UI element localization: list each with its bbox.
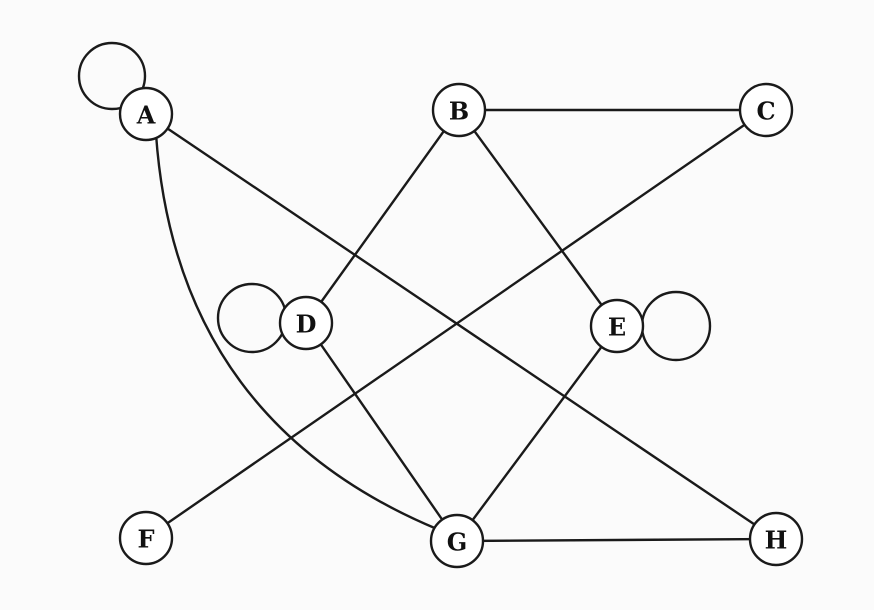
edge-b-e	[457, 108, 619, 328]
edge-c-f	[144, 108, 768, 540]
node-label: E	[608, 313, 626, 342]
edge-a-a	[77, 41, 147, 111]
edge-g-h	[455, 537, 778, 543]
node-g: G	[429, 513, 485, 569]
edge-a-h	[144, 112, 778, 541]
node-label: C	[756, 97, 775, 126]
node-b: B	[431, 82, 487, 138]
node-e: E	[589, 298, 645, 354]
node-circle	[278, 295, 334, 351]
node-label: B	[449, 97, 469, 126]
node-circle	[118, 86, 174, 142]
node-circle	[429, 513, 485, 569]
nodes-layer: A B C D E F G H	[118, 82, 804, 569]
node-circle	[118, 510, 174, 566]
edge-d-g	[304, 321, 459, 543]
node-a: A	[118, 86, 174, 142]
node-label: H	[765, 526, 788, 555]
edge-e-g	[455, 324, 619, 543]
node-circle	[748, 511, 804, 567]
node-label: D	[296, 310, 317, 339]
node-label: F	[137, 525, 154, 554]
node-c: C	[738, 82, 794, 138]
edge-a-g	[154, 132, 439, 531]
node-label: G	[447, 528, 468, 557]
edge-b-d	[304, 108, 461, 325]
node-circle	[431, 82, 487, 138]
edge-e-e	[640, 290, 712, 362]
node-circle	[738, 82, 794, 138]
node-circle	[589, 298, 645, 354]
node-d: D	[278, 295, 334, 351]
edges-layer	[77, 41, 778, 543]
node-h: H	[748, 511, 804, 567]
node-f: F	[118, 510, 174, 566]
edge-d-d	[216, 282, 288, 354]
node-label: A	[136, 101, 156, 130]
